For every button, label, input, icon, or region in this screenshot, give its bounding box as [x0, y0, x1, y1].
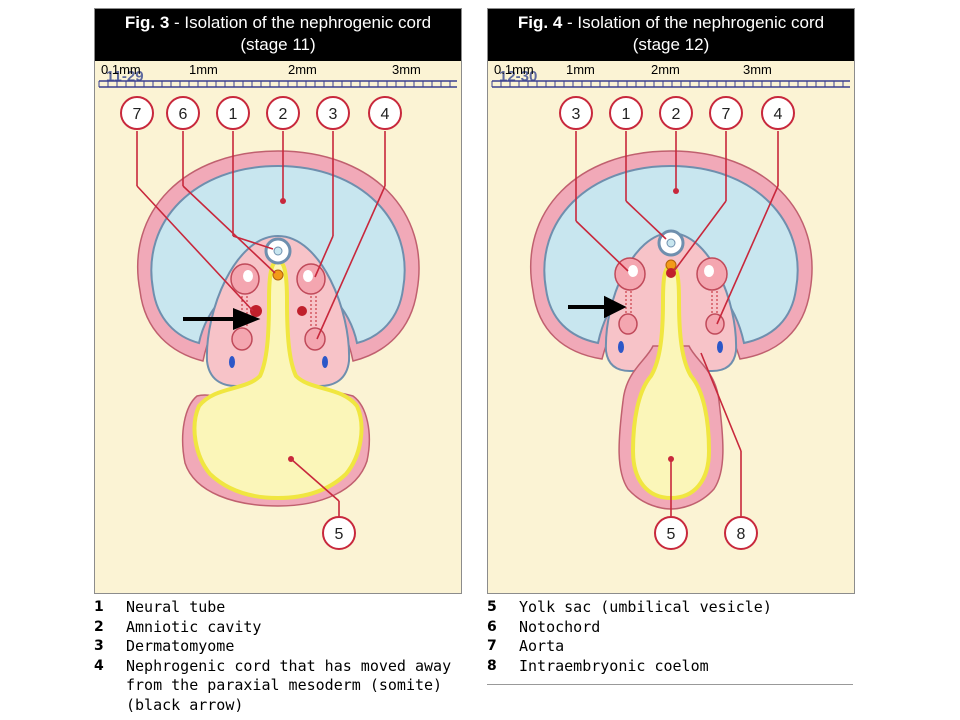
scale-label-2mm: 2mm — [651, 62, 680, 77]
legend-number: 8 — [487, 657, 497, 674]
legend-text: Yolk sac (umbilical vesicle) — [519, 598, 772, 616]
fig3-callout-6: 6 — [179, 106, 188, 123]
fig3-nephrogenic-left — [231, 327, 253, 351]
scale-label-0-1mm: 0.1mm — [101, 62, 141, 77]
legend-text: Aorta — [519, 637, 565, 655]
legend-number: 7 — [487, 638, 497, 654]
fig4-callouts: 3 1 2 7 4 5 8 — [559, 96, 795, 550]
fig4-coelom-right — [717, 341, 723, 353]
figure-4-scale-bar: 0.1mm 1mm 2mm 3mm — [491, 62, 850, 88]
fig3-callout-2: 2 — [279, 106, 288, 123]
fig3-yolk-sac — [192, 258, 364, 501]
figure-3-subtitle: (stage 11) — [240, 35, 316, 54]
fig4-callout-1: 1 — [622, 106, 631, 123]
figure-4-diagram: 3 1 2 7 4 5 8 — [530, 96, 813, 550]
fig3-aorta-right — [297, 306, 307, 316]
fig4-callout-5: 5 — [667, 526, 676, 543]
legend-number: 5 — [487, 599, 497, 615]
fig4-nephrogenic-left — [618, 313, 638, 335]
legend-number: 3 — [94, 638, 104, 654]
legend-item: 7 Aorta — [487, 637, 857, 657]
legend-text: Neural tube — [126, 598, 226, 616]
fig3-notochord — [272, 269, 284, 281]
fig4-coelom-left — [618, 341, 624, 353]
fig4-callout-8: 8 — [737, 526, 746, 543]
fig3-callouts: 7 6 1 2 3 4 5 — [120, 96, 402, 550]
figure-3-diagram: 7 6 1 2 3 4 5 — [120, 96, 420, 550]
fig4-callout-4: 4 — [774, 106, 783, 123]
legend-item: 2 Amniotic cavity — [94, 618, 464, 638]
legend-item: 6 Notochord — [487, 618, 857, 638]
fig3-aorta-left — [250, 305, 262, 317]
fig3-callout-3: 3 — [329, 106, 338, 123]
legend-item: 5 Yolk sac (umbilical vesicle) — [487, 598, 857, 618]
legend-number: 2 — [94, 618, 104, 635]
figure-4-header: Fig. 4 - Isolation of the nephrogenic co… — [488, 9, 854, 61]
fig4-callout-7: 7 — [722, 106, 731, 123]
legend-item: 1 Neural tube — [94, 598, 464, 618]
fig3-callout-5: 5 — [335, 526, 344, 543]
scale-label-0-1mm: 0.1mm — [494, 62, 534, 77]
legend-item: 8 Intraembryonic coelom — [487, 657, 857, 677]
fig4-callout-2: 2 — [672, 106, 681, 123]
legend-divider — [487, 684, 853, 685]
figure-3-scale-bar: 0.1mm 1mm 2mm 3mm — [98, 62, 457, 88]
fig3-coelom-right — [322, 356, 328, 368]
scale-label-3mm: 3mm — [392, 62, 421, 77]
fig3-black-arrow — [183, 308, 261, 330]
figure-3-header: Fig. 3 - Isolation of the nephrogenic co… — [95, 9, 461, 61]
legend-text: Amniotic cavity — [126, 617, 262, 636]
figure-3-panel: Fig. 3 - Isolation of the nephrogenic co… — [94, 8, 462, 594]
legend-number: 6 — [487, 618, 497, 635]
fig3-nephrogenic-right — [304, 327, 326, 351]
scale-label-1mm: 1mm — [189, 62, 218, 77]
legend-text: Dermatomyome — [126, 637, 235, 655]
legend-number: 4 — [94, 657, 104, 674]
figure-3-number: Fig. 3 — [124, 13, 170, 32]
figure-4-subtitle: (stage 12) — [632, 35, 710, 54]
fig4-callout-3: 3 — [572, 106, 581, 123]
legend-text: Nephrogenic cord that has moved away fro… — [126, 656, 452, 714]
fig3-callout-4: 4 — [381, 106, 390, 123]
legend-right: 5 Yolk sac (umbilical vesicle) 6 Notochord… — [487, 598, 857, 676]
scale-label-1mm: 1mm — [566, 62, 595, 77]
scale-label-2mm: 2mm — [288, 62, 317, 77]
figure-3-title: - Isolation of the nephrogenic cord — [169, 13, 432, 32]
legend-text: Intraembryonic coelom — [519, 656, 709, 675]
fig3-callout-1: 1 — [229, 106, 238, 123]
legend-item: 4 Nephrogenic cord that has moved away fr… — [94, 657, 464, 716]
fig3-callout-7: 7 — [133, 106, 142, 123]
scale-label-3mm: 3mm — [743, 62, 772, 77]
figure-4-title: - Isolation of the nephrogenic cord — [562, 13, 825, 32]
legend-item: 3 Dermatomyome — [94, 637, 464, 657]
figure-4-panel: Fig. 4 - Isolation of the nephrogenic co… — [487, 8, 855, 594]
fig3-coelom-left — [229, 356, 235, 368]
figure-4-number: Fig. 4 — [517, 13, 563, 32]
fig4-nephrogenic-right — [705, 313, 725, 335]
legend-number: 1 — [94, 599, 104, 615]
legend-text: Notochord — [519, 617, 601, 636]
fig4-black-arrow — [568, 295, 627, 319]
legend-left: 1 Neural tube 2 Amniotic cavity 3 Dermatomy… — [94, 598, 464, 715]
